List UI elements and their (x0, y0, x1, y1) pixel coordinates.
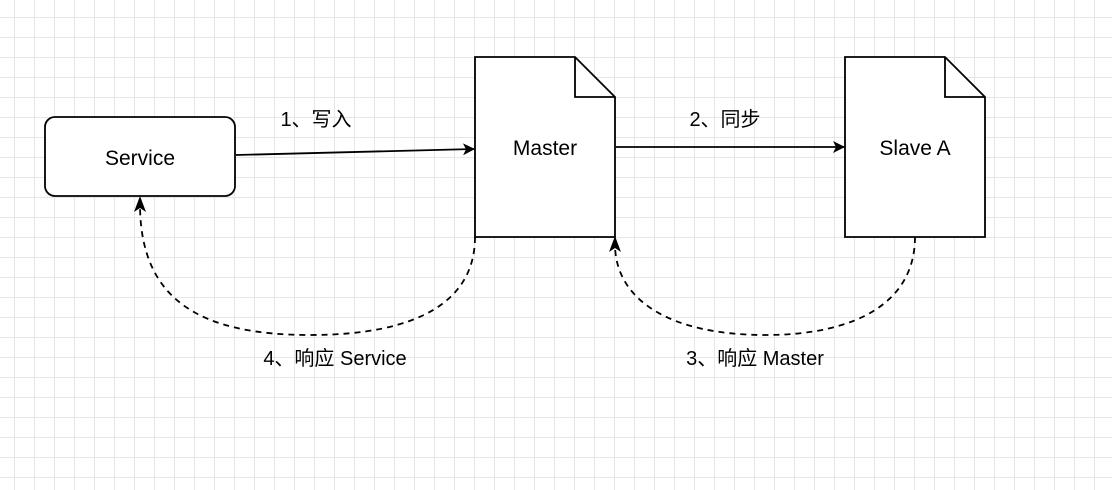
edge-sync[interactable]: 2、同步 (616, 108, 845, 153)
edge-respond-service-arrowhead (134, 196, 146, 212)
master-node-label: Master (513, 137, 577, 160)
slave-a-node[interactable]: Slave A (844, 56, 986, 238)
edge-respond-master-label: 3、响应 Master (686, 347, 824, 370)
master-node[interactable]: Master (474, 56, 616, 238)
edge-respond-master[interactable]: 3、响应 Master (609, 236, 916, 370)
edge-respond-master-arrowhead (609, 236, 621, 252)
edge-write-line (235, 143, 475, 156)
edge-respond-service[interactable]: 4、响应 Service (134, 196, 476, 370)
service-node[interactable]: Service (44, 116, 236, 197)
master-node-document-shape (474, 56, 616, 238)
edge-respond-service-line (139, 203, 476, 336)
edge-write[interactable]: 1、写入 (235, 109, 475, 156)
slave-a-node-folded-corner (944, 57, 985, 98)
slave-a-node-label: Slave A (879, 137, 950, 160)
edge-write-label: 1、写入 (280, 109, 351, 131)
slave-a-node-document-shape (844, 56, 986, 238)
service-node-label: Service (105, 147, 175, 170)
edge-sync-label: 2、同步 (689, 108, 760, 131)
edge-respond-service-label: 4、响应 Service (263, 347, 406, 370)
edge-respond-master-line (614, 236, 916, 336)
master-node-folded-corner (574, 57, 615, 98)
